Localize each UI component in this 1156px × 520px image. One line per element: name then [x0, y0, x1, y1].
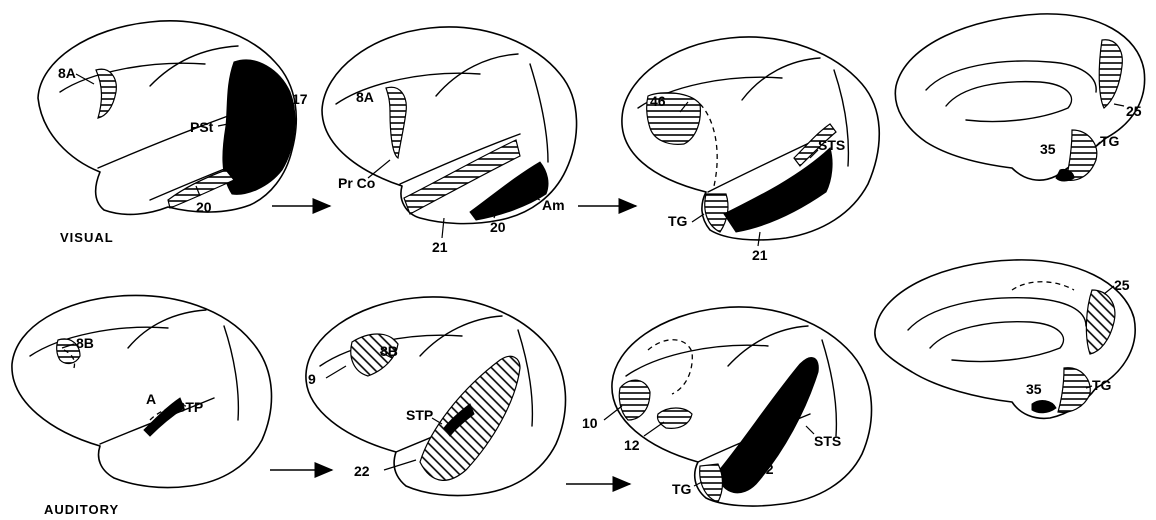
- visual-lateral-brain-1: 8A PSt 17 20: [38, 21, 308, 215]
- label-20: 20: [490, 219, 506, 235]
- label-STP: STP: [406, 407, 433, 423]
- visual-lateral-brain-2: 8A Pr Co 21 20 Am: [322, 27, 577, 255]
- label-21: 21: [432, 239, 448, 255]
- label-8B: 8B: [380, 343, 398, 359]
- label-8B: 8B: [76, 335, 94, 351]
- label-12: 12: [624, 437, 640, 453]
- label-PrCo: Pr Co: [338, 175, 375, 191]
- label-A: A: [146, 391, 156, 407]
- visual-lateral-brain-3: 46 STS TG 21: [622, 37, 879, 263]
- label-35: 35: [1026, 381, 1042, 397]
- label-PSt: PSt: [190, 119, 214, 135]
- label-TG: TG: [1100, 133, 1120, 149]
- label-25: 25: [1114, 277, 1130, 293]
- label-8A: 8A: [58, 65, 76, 81]
- label-35: 35: [1040, 141, 1056, 157]
- label-TG: TG: [1092, 377, 1112, 393]
- label-25: 25: [1126, 103, 1142, 119]
- label-STS: STS: [814, 433, 841, 449]
- label-STS: STS: [818, 137, 845, 153]
- label-22: 22: [354, 463, 370, 479]
- label-10: 10: [582, 415, 598, 431]
- auditory-lateral-brain-2: 9 8B STP 22: [306, 297, 566, 496]
- label-TG: TG: [672, 481, 692, 497]
- visual-medial-brain: 25 35 TG: [895, 14, 1144, 181]
- label-20: 20: [196, 199, 212, 215]
- auditory-medial-brain: 25 35 TG: [875, 260, 1135, 418]
- label-17: 17: [292, 91, 308, 107]
- label-22: 22: [758, 461, 774, 477]
- label-Am: Am: [542, 197, 565, 213]
- label-21: 21: [752, 247, 768, 263]
- label-46: 46: [650, 93, 666, 109]
- row-caption-auditory: AUDITORY: [44, 502, 119, 517]
- label-9: 9: [308, 371, 316, 387]
- label-TG: TG: [668, 213, 688, 229]
- auditory-lateral-brain-3: 10 12 STS TG 22: [582, 307, 871, 506]
- label-8A: 8A: [356, 89, 374, 105]
- auditory-lateral-brain-1: 8B A STP: [12, 295, 272, 487]
- row-caption-visual: VISUAL: [60, 230, 114, 245]
- label-STP: STP: [176, 399, 203, 415]
